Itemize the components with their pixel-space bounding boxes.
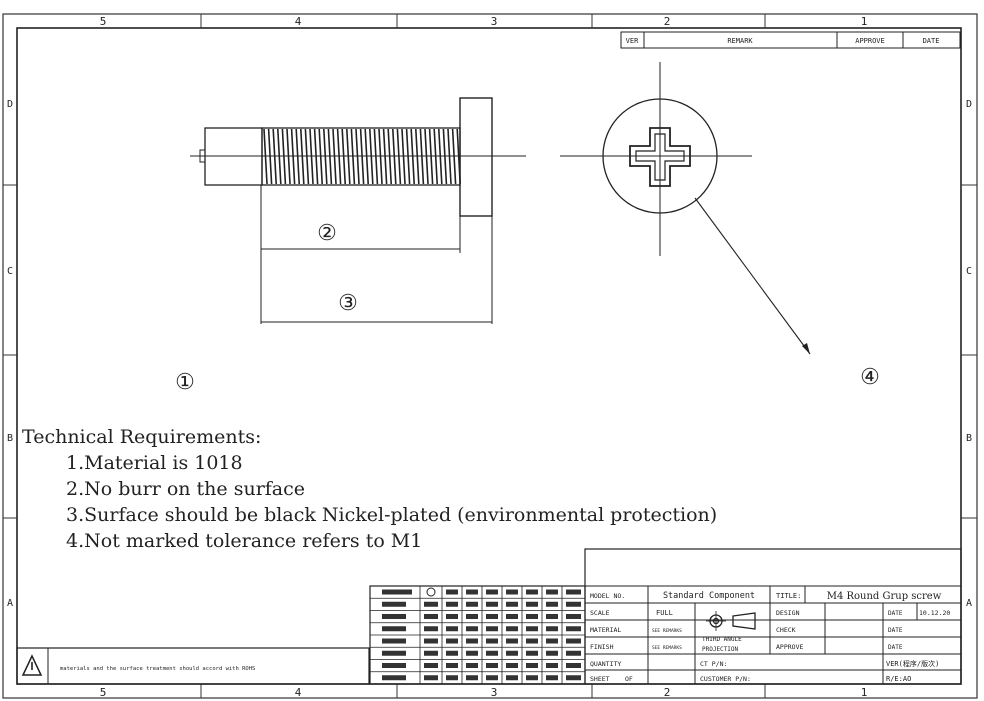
check-label: CHECK <box>776 626 796 634</box>
warning-triangle-icon <box>21 654 43 676</box>
requirement-item: 1.Material is 1018 <box>66 452 243 474</box>
balloon-3: ③ <box>338 291 358 316</box>
col-label-bottom: 3 <box>491 686 498 699</box>
screw-front-view <box>560 62 811 355</box>
col-label-top: 5 <box>100 15 107 28</box>
sheet-of: OF <box>625 675 633 683</box>
projection-line-2: PROJECTION <box>702 646 739 653</box>
rev-header-remark: REMARK <box>727 37 753 45</box>
projection-line-1: THIRD ANGLE <box>702 636 742 643</box>
title-block-text: MODEL NO. Standard Component TITLE: M4 R… <box>590 591 950 683</box>
warning-note: materials and the surface treatment shou… <box>60 666 255 672</box>
col-label-bottom: 5 <box>100 686 107 699</box>
third-angle-projection-icon <box>706 611 756 631</box>
rev-header-ver: VER <box>626 37 639 45</box>
screw-side-view <box>190 97 526 324</box>
technical-requirements: Technical Requirements: 1.Material is 10… <box>22 424 717 554</box>
col-label-top: 3 <box>491 15 498 28</box>
col-label-bottom: 2 <box>664 686 671 699</box>
col-label-bottom: 4 <box>295 686 302 699</box>
quantity-label: QUANTITY <box>590 660 621 668</box>
sheet-label: SHEET <box>590 675 610 683</box>
phillips-recess-outline <box>629 127 691 187</box>
model-no-value: Standard Component <box>663 591 755 601</box>
row-label-left: D <box>7 99 13 110</box>
row-label-right: C <box>966 266 972 277</box>
finish-value: SEE REMARKS <box>652 645 682 651</box>
balloon-2: ② <box>317 221 337 246</box>
technical-requirements-heading: Technical Requirements: <box>22 426 262 448</box>
date-value: 10.12.20 <box>919 609 950 617</box>
title-block <box>584 548 962 685</box>
date-label-2: DATE <box>888 627 903 634</box>
col-label-top: 2 <box>664 15 671 28</box>
row-label-left: C <box>7 266 13 277</box>
requirement-item: 4.Not marked tolerance refers to M1 <box>66 530 423 552</box>
scale-label: SCALE <box>590 609 610 617</box>
requirement-item: 3.Surface should be black Nickel-plated … <box>66 504 718 526</box>
date-label-3: DATE <box>888 644 903 651</box>
warning-box: materials and the surface treatment shou… <box>16 647 370 685</box>
customer-pn-label: CUSTOMER P/N: <box>700 675 751 683</box>
col-label-top: 1 <box>861 15 868 28</box>
ct-pn-label: CT P/N: <box>700 660 727 668</box>
approve-label: APPROVE <box>776 643 803 651</box>
tolerance-grid <box>369 585 586 685</box>
ver-label: VER(程序/版次) <box>886 659 939 668</box>
outer-frame <box>2 13 978 699</box>
title-label: TITLE: <box>776 592 801 600</box>
scale-value: FULL <box>656 609 673 617</box>
requirement-item: 2.No burr on the surface <box>66 478 306 500</box>
rev-header-date: DATE <box>923 37 940 45</box>
row-label-right: B <box>966 433 972 444</box>
row-label-right: D <box>966 99 972 110</box>
model-no-label: MODEL NO. <box>590 592 625 600</box>
balloon-1: ① <box>175 370 195 395</box>
material-value: SEE REMARKS <box>652 628 682 634</box>
material-label: MATERIAL <box>590 626 621 634</box>
rev-header-approve: APPROVE <box>855 37 885 45</box>
design-label: DESIGN <box>776 609 800 617</box>
finish-label: FINISH <box>590 643 614 651</box>
row-label-right: A <box>966 598 972 609</box>
balloon-4: ④ <box>860 365 880 390</box>
date-label: DATE <box>888 610 903 617</box>
revision-table: VER REMARK APPROVE DATE <box>620 31 961 49</box>
row-label-left: A <box>7 598 13 609</box>
col-label-top: 4 <box>295 15 302 28</box>
col-label-bottom: 1 <box>861 686 868 699</box>
zone-ticks <box>3 14 977 698</box>
rev-label: R/E:AO <box>886 675 911 683</box>
title-value: M4 Round Grup screw <box>827 591 942 602</box>
row-label-left: B <box>7 433 13 444</box>
